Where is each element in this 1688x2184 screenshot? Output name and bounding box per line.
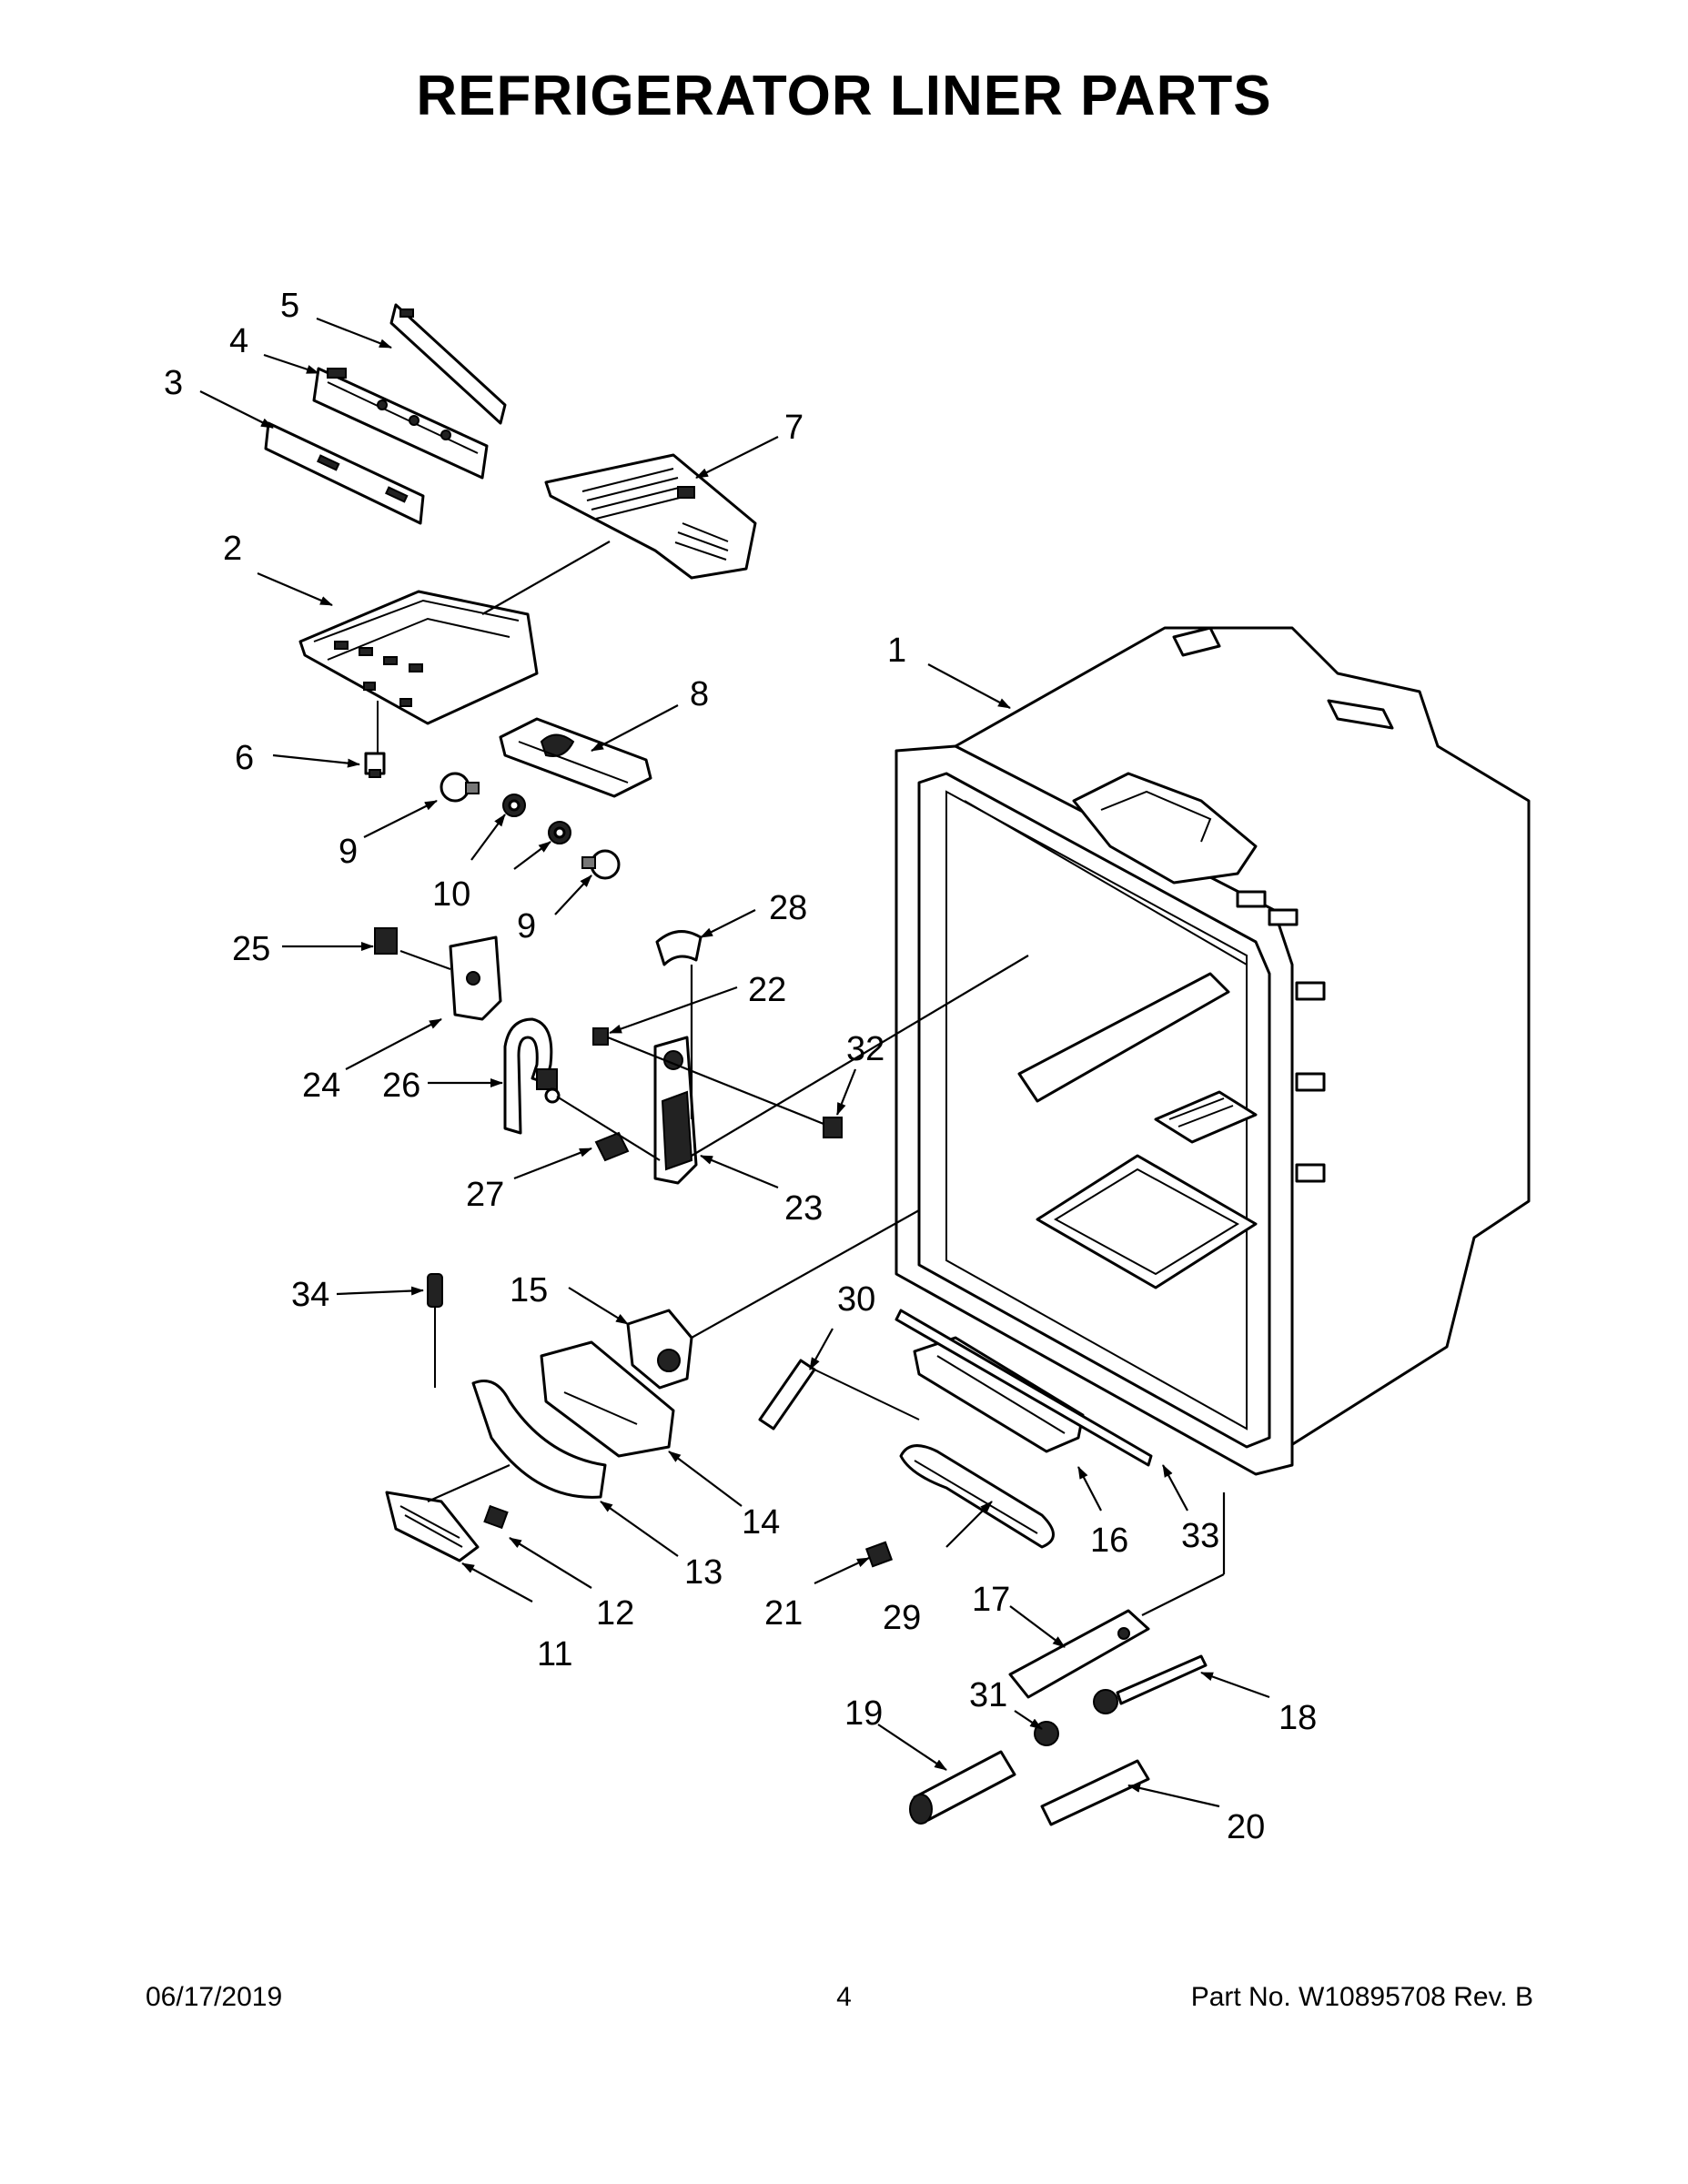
callout-27: 27 (466, 1176, 504, 1214)
part-1-liner (895, 626, 1531, 1476)
part-30-heater-wire (758, 1359, 920, 1431)
callout-12: 12 (596, 1594, 634, 1633)
callout-23: 23 (784, 1189, 823, 1228)
callout-19: 19 (844, 1694, 883, 1733)
part-3-trim-strip (264, 421, 425, 525)
callout-18: 18 (1279, 1699, 1317, 1737)
part-29-gasket (899, 1444, 1055, 1549)
part-18-thermistor (1093, 1654, 1208, 1714)
part-9-bulb-upper (440, 772, 480, 803)
callout-13: 13 (684, 1553, 723, 1592)
callout-21: 21 (764, 1594, 803, 1633)
callout-34: 34 (291, 1276, 329, 1314)
part-10-socket-lower (548, 821, 571, 844)
callout-22: 22 (748, 971, 786, 1009)
part-25-sensor (374, 927, 398, 955)
callout-17: 17 (972, 1581, 1010, 1619)
callout-10: 10 (432, 875, 470, 914)
part-6-switch (364, 752, 386, 778)
callout-15: 15 (510, 1271, 548, 1309)
part-8-light-housing (499, 717, 652, 798)
part-22-connector (592, 1027, 609, 1046)
part-15-valve (626, 1309, 693, 1390)
part-24-sensor-bracket (399, 935, 502, 1021)
callout-14: 14 (742, 1503, 780, 1542)
callout-29: 29 (883, 1599, 921, 1637)
part-33-rod (895, 1309, 1153, 1467)
callout-26: 26 (382, 1067, 420, 1105)
callout-31: 31 (969, 1676, 1007, 1714)
callout-32: 32 (846, 1030, 884, 1068)
callout-24: 24 (302, 1067, 340, 1105)
callout-1: 1 (887, 632, 906, 670)
callout-5: 5 (280, 287, 299, 325)
footer-page-number: 4 (836, 1982, 852, 2012)
callout-2: 2 (223, 530, 242, 568)
footer-part-number: Part No. W10895708 Rev. B (1190, 1982, 1533, 2012)
callout-3: 3 (164, 364, 183, 402)
part-17-heater-bracket (1008, 1609, 1150, 1699)
part-32-screw (823, 1117, 843, 1138)
leader-lines (199, 317, 1270, 1808)
part-13-drip-tray (471, 1380, 607, 1499)
callout-30: 30 (837, 1280, 875, 1319)
part-9-bulb-lower (581, 849, 621, 880)
callout-28: 28 (769, 889, 807, 927)
callout-33: 33 (1181, 1517, 1219, 1555)
callout-9-lower: 9 (517, 907, 536, 945)
part-2-control-housing (298, 590, 539, 755)
part-27-clip (594, 1131, 630, 1162)
part-28-cover (655, 930, 702, 966)
callout-4: 4 (229, 322, 248, 360)
part-10-socket-upper (502, 794, 526, 817)
part-34-probe (427, 1273, 443, 1388)
part-23-dispenser-housing (653, 1036, 698, 1185)
part-4-bracket (312, 367, 489, 480)
callout-25: 25 (232, 930, 270, 968)
callout-11: 11 (537, 1635, 572, 1673)
part-26-water-tube (503, 1017, 561, 1135)
part-31-fitting (1034, 1721, 1059, 1746)
callout-8: 8 (690, 675, 709, 713)
callout-9-upper: 9 (339, 833, 358, 871)
part-14-dispenser-base (540, 1340, 675, 1458)
part-16-duct (913, 1336, 1085, 1453)
part-19-filter-cap (909, 1750, 1016, 1825)
callout-labels: 1 2 3 4 5 6 7 8 9 9 10 11 12 13 14 15 16… (164, 287, 1317, 1846)
part-7-vent-cover (544, 453, 757, 580)
callout-6: 6 (235, 739, 254, 777)
part-20-latch (1040, 1759, 1150, 1826)
part-12-screw (483, 1504, 509, 1530)
part-11-grille (385, 1491, 480, 1562)
part-21-screw (864, 1541, 894, 1568)
part-5-mount-plate (389, 303, 507, 425)
callout-7: 7 (784, 409, 804, 447)
footer-date: 06/17/2019 (146, 1982, 283, 2012)
callout-20: 20 (1227, 1808, 1265, 1846)
page-title: REFRIGERATOR LINER PARTS (416, 65, 1272, 127)
callout-16: 16 (1090, 1522, 1128, 1560)
